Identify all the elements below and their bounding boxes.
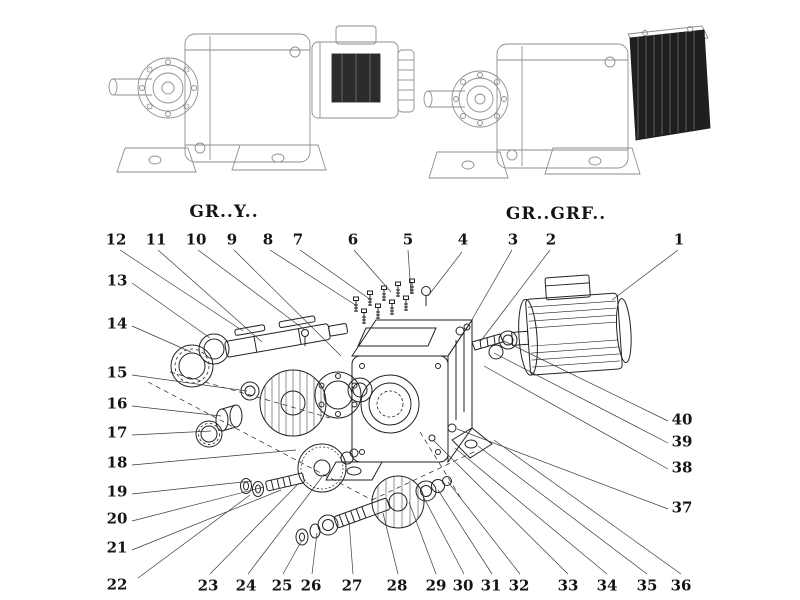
callout-10: 10 xyxy=(185,230,207,249)
callout-23: 23 xyxy=(197,576,219,595)
callout-16: 16 xyxy=(106,394,128,413)
callout-11: 11 xyxy=(145,230,167,249)
callout-37: 37 xyxy=(671,498,693,517)
callout-31: 31 xyxy=(480,576,502,595)
callout-36: 36 xyxy=(670,576,692,595)
intermediate-pinion-group xyxy=(240,443,359,497)
output-seal-bearing xyxy=(170,333,230,388)
callout-17: 17 xyxy=(106,423,128,442)
variant-title-gr-y: GR..Y.. xyxy=(189,202,259,222)
callout-38: 38 xyxy=(671,458,693,477)
main-gear xyxy=(259,369,327,437)
callout-27: 27 xyxy=(341,576,363,595)
assembled-view-gr-grf xyxy=(423,25,711,179)
callout-28: 28 xyxy=(386,576,408,595)
bearing-flange xyxy=(314,371,373,419)
callout-39: 39 xyxy=(671,432,693,451)
callout-5: 5 xyxy=(402,230,414,249)
callout-22: 22 xyxy=(106,575,128,594)
callout-4: 4 xyxy=(457,230,469,249)
assembly-guide-lines xyxy=(147,371,479,501)
callout-12: 12 xyxy=(105,230,127,249)
callout-34: 34 xyxy=(596,576,618,595)
electric-motor xyxy=(511,274,632,376)
leader-lines xyxy=(119,249,682,579)
callout-20: 20 xyxy=(106,509,128,528)
callout-19: 19 xyxy=(106,482,128,501)
variant-title-gr-grf: GR..GRF.. xyxy=(505,204,607,224)
callout-35: 35 xyxy=(636,576,658,595)
input-coupling-parts xyxy=(455,323,518,360)
output-stage-shaft-group xyxy=(295,475,452,546)
spacer-sleeve-bearing xyxy=(195,381,260,448)
callout-24: 24 xyxy=(235,576,257,595)
callout-30: 30 xyxy=(452,576,474,595)
callout-25: 25 xyxy=(271,576,293,595)
assembled-view-gr-y xyxy=(108,25,415,173)
callout-9: 9 xyxy=(226,230,238,249)
callout-14: 14 xyxy=(106,314,128,333)
callout-7: 7 xyxy=(292,230,304,249)
callout-29: 29 xyxy=(425,576,447,595)
callout-6: 6 xyxy=(347,230,359,249)
callout-1: 1 xyxy=(673,230,685,249)
output-shaft xyxy=(224,315,349,358)
housing-bolts xyxy=(301,278,431,346)
gearbox-housing xyxy=(325,318,493,481)
callout-21: 21 xyxy=(106,538,128,557)
callout-40: 40 xyxy=(671,410,693,429)
callout-8: 8 xyxy=(262,230,274,249)
callout-15: 15 xyxy=(106,363,128,382)
callout-32: 32 xyxy=(508,576,530,595)
callout-26: 26 xyxy=(300,576,322,595)
callout-3: 3 xyxy=(507,230,519,249)
callout-18: 18 xyxy=(106,453,128,472)
callout-2: 2 xyxy=(545,230,557,249)
callout-13: 13 xyxy=(106,271,128,290)
callout-33: 33 xyxy=(557,576,579,595)
